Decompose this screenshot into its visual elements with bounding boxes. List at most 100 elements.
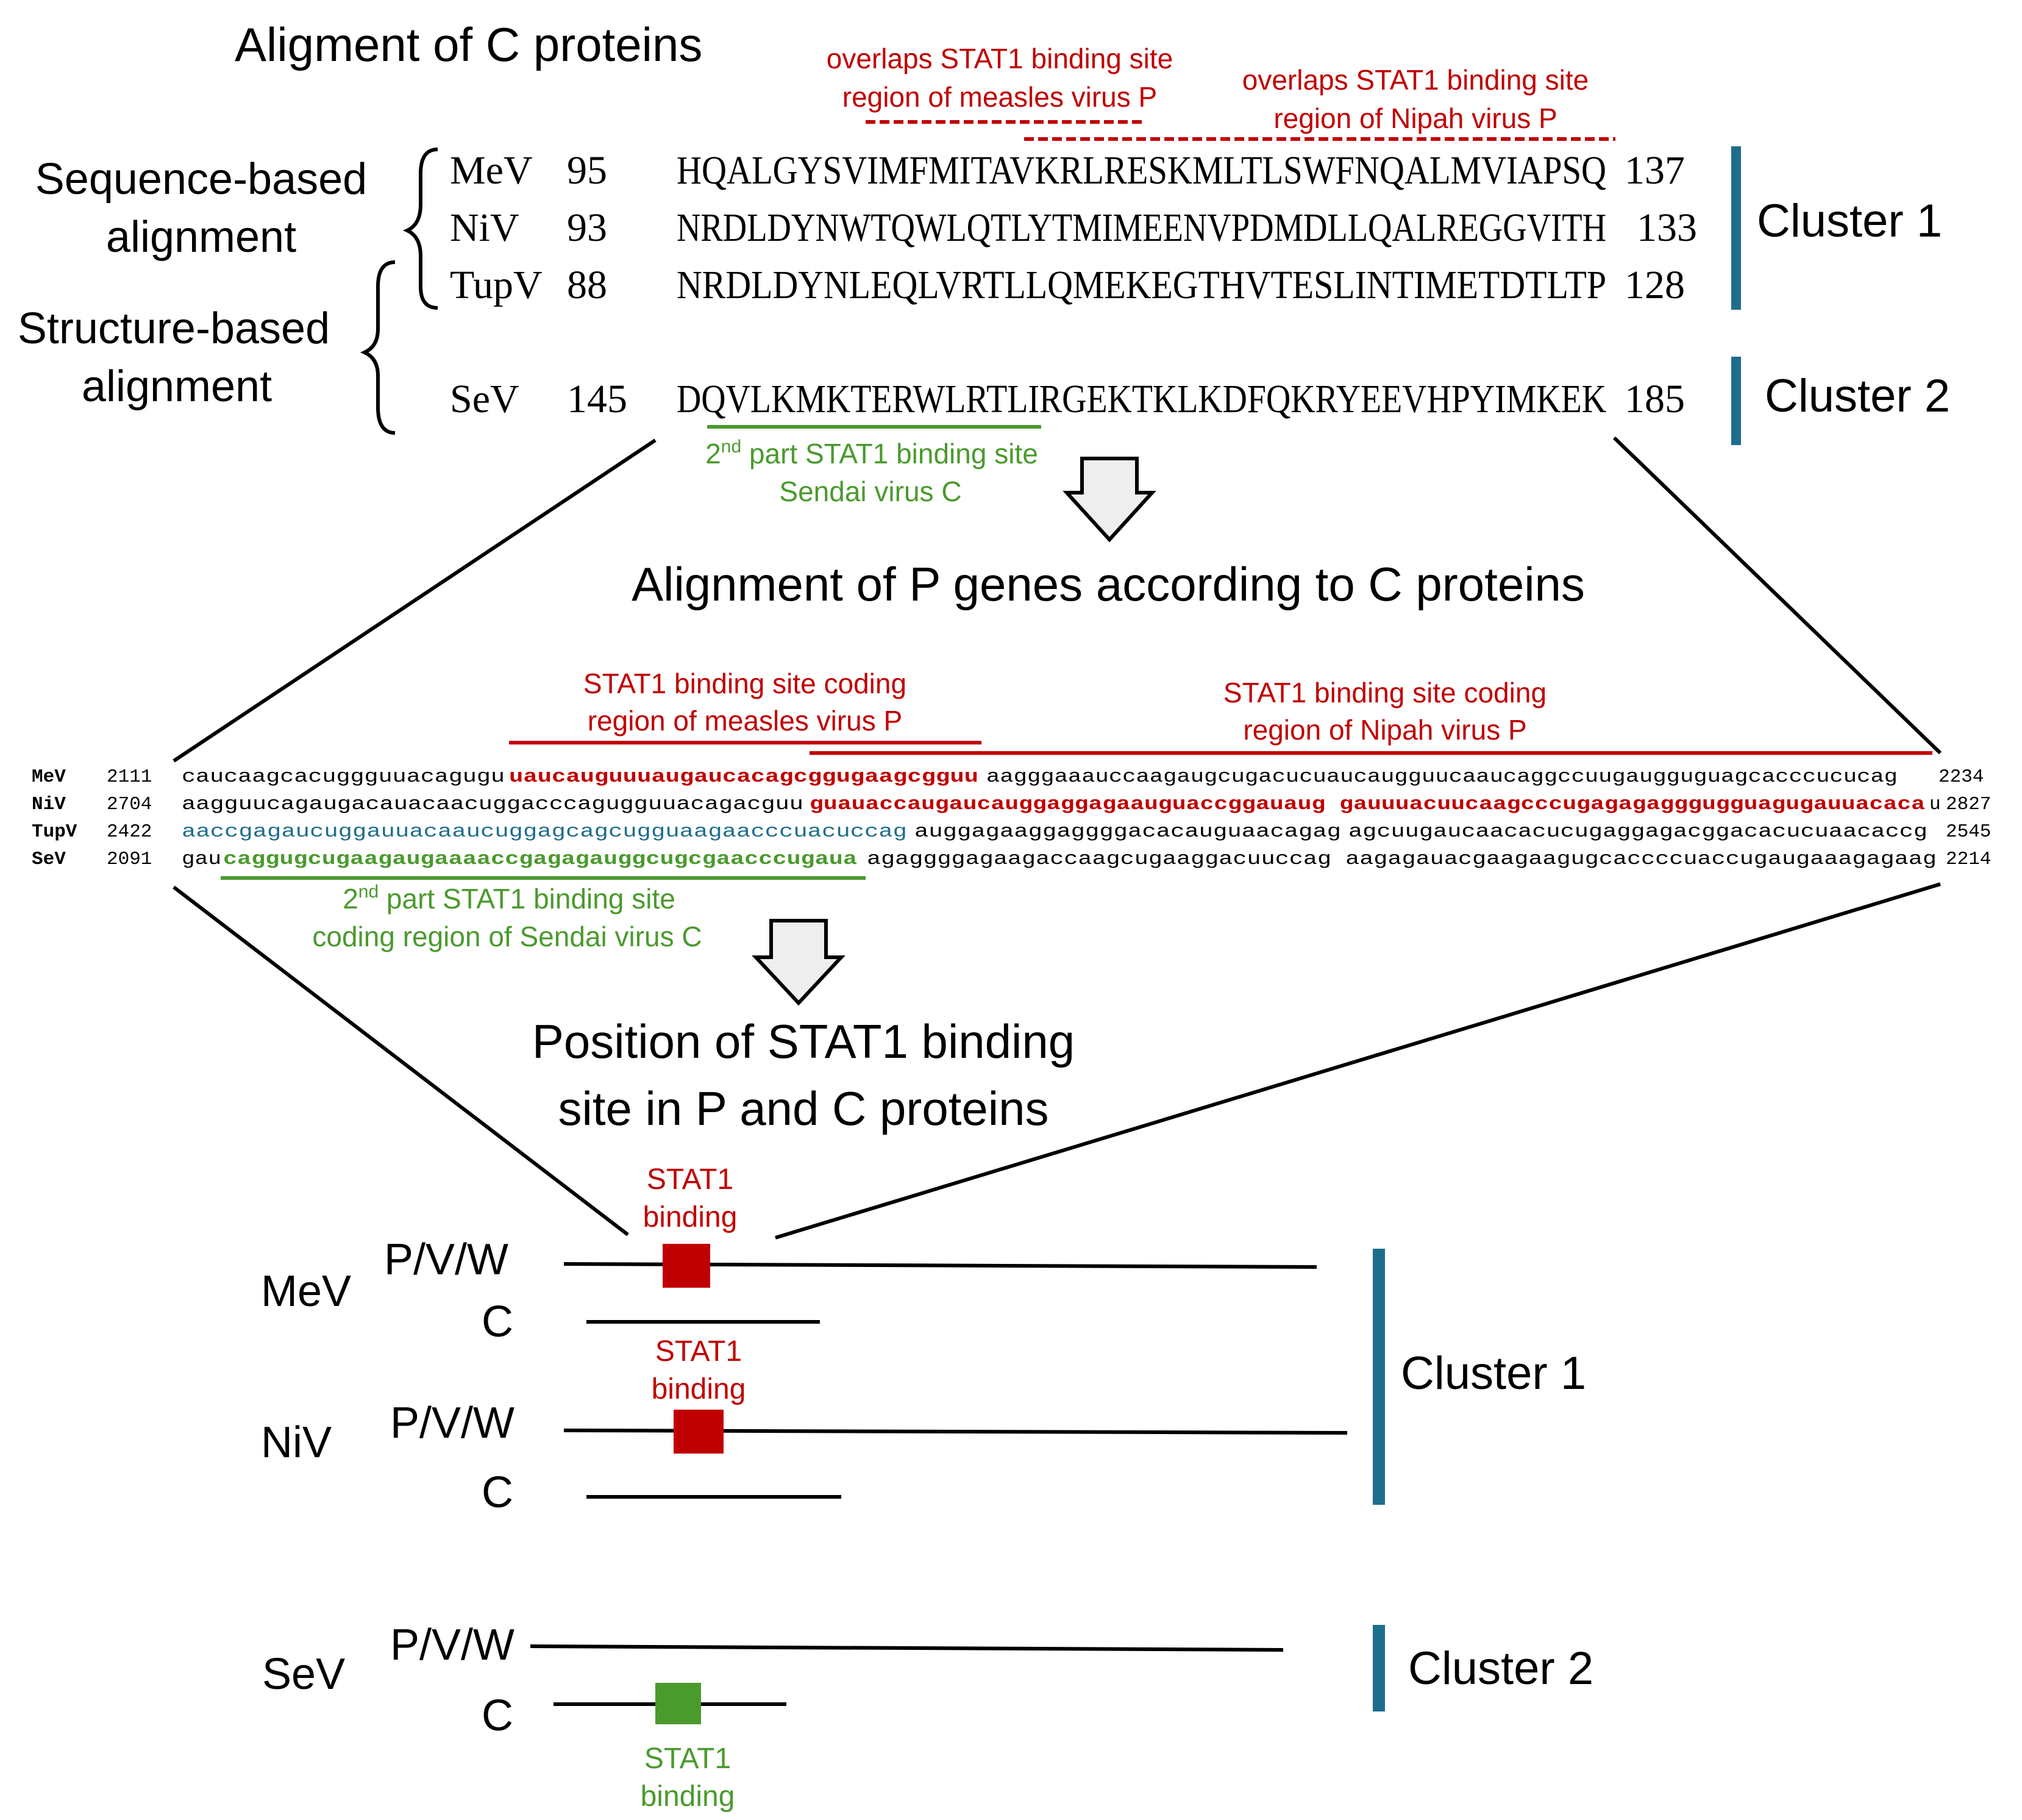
mev-stat1-box (663, 1244, 710, 1288)
c-row-name: SeV (450, 377, 519, 421)
s1-green-note-line1: 2nd part STAT1 binding site (705, 437, 1038, 469)
s1-cluster1-bar (1731, 146, 1741, 310)
p-row-seg-b: auggagaaggaggggacacauguaacagag (914, 821, 1341, 843)
mev-stat1-label-line1: STAT1 (647, 1163, 733, 1196)
mev-c-label: C (482, 1297, 513, 1346)
s1-cluster1-label: Cluster 1 (1757, 195, 1942, 247)
s1-green-note-rest: part STAT1 binding site (741, 438, 1038, 469)
p-gene-alignment: MeV 2111 caucaagcacuggguuacagugu uaucaug… (32, 766, 1991, 870)
s1-red-note-right-line1: overlaps STAT1 binding site (1242, 64, 1589, 96)
s1-red-note-left-line2: region of measles virus P (842, 81, 1157, 113)
c-row-start: 93 (567, 205, 607, 250)
section3-title-line1: Position of STAT1 binding (532, 1015, 1075, 1068)
sev-virus-label: SeV (262, 1650, 345, 1699)
p-row-seg-c: u (1929, 794, 1941, 815)
c-row-seq: NRDLDYNWTQWLQTLYTMIMEENVPDMDLLQALREGGVIT… (677, 205, 1606, 250)
zoom-line-left-1 (173, 438, 657, 763)
niv-virus-label: NiV (261, 1418, 332, 1467)
p-row-seg-b-red: uaucauguuuaugaucacagcggugaagcgguu (509, 766, 978, 788)
mev-pvw-label: P/V/W (384, 1235, 508, 1284)
c-row-seq: HQALGYSVIMFMITAVKRLRESKMLTLSWFNQALMVIAPS… (677, 148, 1606, 193)
p-row-start: 2704 (107, 794, 152, 815)
struct-based-label-line2: alignment (82, 362, 272, 411)
p-row-name: MeV (32, 766, 66, 788)
s3-cluster1-bar (1373, 1249, 1385, 1505)
s1-red-note-left-line1: overlaps STAT1 binding site (827, 43, 1173, 74)
c-row-name: MeV (450, 148, 533, 193)
c-row-start: 88 (567, 263, 607, 307)
p-row-seg-c: agcuugaucaacacucugaggagacggacacucuaacacc… (1348, 821, 1928, 843)
p-row-name: NiV (32, 794, 66, 815)
p-row-start: 2091 (107, 849, 152, 870)
s2-green-note-line2: coding region of Sendai virus C (312, 921, 702, 952)
mev-virus-label: MeV (261, 1267, 351, 1316)
niv-stat1-box (674, 1410, 724, 1454)
p-row-seg-a-teal: aaccgagaucuggauuacaaucuggagcagcugguaagaa… (182, 821, 907, 843)
s3-cluster2-label: Cluster 2 (1408, 1643, 1593, 1694)
s1-green-note-line2: Sendai virus C (779, 476, 961, 507)
niv-stat1-label-line1: STAT1 (655, 1335, 742, 1368)
seq-based-label-line1: Sequence-based (35, 155, 367, 204)
s1-green-note-sup: nd (721, 437, 741, 457)
s1-cluster2-label: Cluster 2 (1765, 370, 1950, 422)
p-row-seg-b-green: caggugcugaagaugaaaaccgagagauggcugcgaaccc… (223, 849, 857, 870)
p-row-seg-b-red: guauaccaugaucauggaggagaauguaccggauaug ga… (810, 794, 1925, 815)
s1-green-note-prefix: 2 (705, 438, 721, 469)
niv-pvw-label: P/V/W (390, 1399, 514, 1447)
s2-red-note-right-line1: STAT1 binding site coding (1223, 677, 1547, 708)
p-row-end: 2234 (1938, 766, 1984, 788)
section3-title-line2: site in P and C proteins (558, 1082, 1048, 1135)
c-row-end: 185 (1625, 377, 1685, 421)
c-row-start: 145 (567, 377, 627, 421)
s1-cluster2-bar (1731, 357, 1741, 445)
down-arrow-1 (1063, 457, 1156, 543)
p-row-name: SeV (32, 849, 66, 870)
p-row-start: 2111 (107, 766, 152, 788)
s2-red-note-left-line1: STAT1 binding site coding (583, 668, 906, 699)
s2-green-note-sup: nd (358, 882, 379, 902)
mev-stat1-label-line2: binding (643, 1201, 738, 1233)
sev-stat1-label-line2: binding (641, 1780, 735, 1813)
s3-cluster2-bar (1373, 1625, 1385, 1711)
s2-red-note-left-line2: region of measles virus P (588, 705, 902, 737)
down-arrow-2 (752, 919, 845, 1006)
c-row-seq: NRDLDYNLEQLVRTLLQMEKEGTHVTESLINTIMETDTLT… (677, 263, 1606, 307)
p-row-seg-c: aagggaaauccaagaugcugacucuaucaugguucaauca… (986, 766, 1898, 788)
sev-stat1-box (655, 1683, 701, 1724)
s2-green-note-line1: 2nd part STAT1 binding site (343, 882, 675, 915)
c-row-end: 137 (1625, 148, 1685, 193)
c-row-name: TupV (450, 263, 543, 307)
seq-based-label-line2: alignment (106, 213, 296, 262)
c-row-end: 133 (1637, 205, 1697, 250)
s2-red-note-right-line2: region of Nipah virus P (1243, 714, 1526, 746)
c-row-end: 128 (1625, 263, 1685, 307)
niv-stat1-label-line2: binding (652, 1373, 746, 1405)
section1-title: Aligment of C proteins (235, 18, 702, 71)
c-protein-alignment: MeV 95 HQALGYSVIMFMITAVKRLRESKMLTLSWFNQA… (450, 148, 1697, 421)
p-row-name: TupV (32, 821, 77, 843)
p-row-seg-a: aagguucagaugacauacaacuggacccagugguuacaga… (182, 794, 803, 815)
p-row-end: 2827 (1946, 794, 1991, 815)
section2-title: Alignment of P genes according to C prot… (632, 557, 1585, 611)
p-row-seg-a: gau (182, 849, 221, 870)
p-row-start: 2422 (107, 821, 152, 843)
brace-structure-based (360, 260, 396, 435)
s3-cluster1-label: Cluster 1 (1401, 1347, 1586, 1399)
zoom-line-right-1 (1612, 436, 1942, 755)
sev-pvw-label: P/V/W (390, 1621, 514, 1669)
s2-green-note-rest: part STAT1 binding site (379, 883, 675, 915)
struct-based-label-line1: Structure-based (18, 304, 330, 353)
sev-stat1-label-line1: STAT1 (644, 1743, 731, 1775)
p-row-seg-c: agaggggagaagaccaagcugaaggacuuccag aagaga… (867, 849, 1937, 870)
p-row-end: 2545 (1946, 821, 1991, 843)
brace-sequence-based (402, 148, 438, 310)
c-row-seq: DQVLKMKTERWLRTLIRGEKTKLKDFQKRYEEVHPYIMKE… (677, 377, 1606, 421)
zoom-line-left-2 (173, 885, 629, 1237)
p-row-seg-a: caucaagcacuggguuacagugu (182, 766, 505, 788)
sev-pvw-line (530, 1644, 1284, 1652)
s2-green-note-prefix: 2 (343, 883, 358, 915)
sev-c-label: C (482, 1691, 513, 1740)
c-row-start: 95 (567, 148, 607, 193)
niv-c-label: C (482, 1468, 513, 1517)
